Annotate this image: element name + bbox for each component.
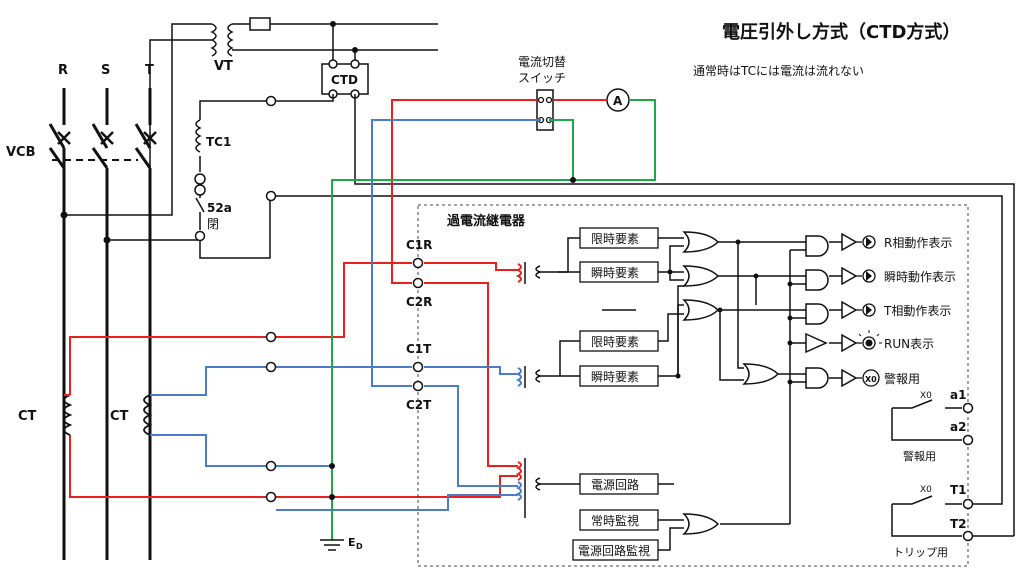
aux-terminal (265, 190, 277, 202)
ground-label: E (348, 536, 356, 549)
terminal-t1: T1 (950, 483, 967, 497)
run-lamp-rays (856, 330, 882, 344)
aux-contact-name: 52a (207, 201, 232, 215)
ct-right-coil (143, 394, 153, 436)
aux-contact-terminal (194, 230, 206, 242)
green-wiring (331, 99, 656, 540)
logic-dots (667, 239, 793, 385)
junction-dots-mid (329, 177, 576, 500)
relay-name: 過電流継電器 (446, 213, 526, 229)
t-display-label: T相動作表示 (883, 304, 951, 318)
ct-left-coil (63, 394, 73, 436)
power-monitor-label: 電源回路監視 (578, 543, 650, 558)
inst-element-t-label: 瞬時要素 (591, 370, 639, 384)
aux-contact-state: 閉 (207, 217, 219, 231)
or-gate-t (682, 299, 720, 321)
terminal-c2t: C2T (406, 398, 432, 412)
time-element-r-label: 限時要素 (591, 232, 639, 246)
internal-transformers (515, 237, 580, 518)
phase-r-label: R (58, 63, 68, 78)
or-gate-monitor (682, 513, 720, 535)
vt-secondary-coil (227, 23, 234, 57)
time-element-t-label: 限時要素 (591, 335, 639, 349)
alarm-output-label: 警報用 (884, 371, 920, 386)
or-gates (682, 231, 780, 535)
phase-s-label: S (101, 63, 110, 78)
tc1-wiring (199, 94, 1015, 536)
field-terminals (265, 331, 277, 503)
t1-return-wire (972, 396, 1003, 505)
r-display-label: R相動作表示 (884, 236, 952, 250)
element-blocks: 限時要素 瞬時要素 限時要素 瞬時要素 電源回路 常時監視 電源回路監視 (572, 227, 659, 561)
output-contacts (891, 399, 962, 537)
lamp-fills (865, 237, 873, 347)
current-switch (536, 89, 554, 131)
main-phase-lines (48, 88, 152, 560)
ctd-box (321, 63, 369, 95)
terminal-a1: a1 (950, 388, 966, 402)
blue-wiring (150, 119, 541, 511)
x0-alarm-label: X0 (920, 391, 932, 401)
ground-icon (320, 539, 344, 551)
terminal-c1r: C1R (406, 238, 432, 252)
inst-display-label: 瞬時動作表示 (884, 270, 956, 284)
terminal-t2: T2 (950, 517, 967, 531)
aux-contact-52a (195, 197, 205, 213)
fuse-icon (249, 17, 271, 31)
ctd-label: CTD (331, 73, 358, 87)
relay-input-terminals (412, 257, 424, 392)
current-switch-line1: 電流切替 (518, 55, 566, 69)
ammeter-label: A (613, 94, 623, 108)
vt-wiring (64, 23, 438, 240)
x0-trip-label: X0 (920, 485, 932, 495)
output-terminals (962, 402, 974, 542)
ct-right-label: CT (110, 409, 129, 424)
alarm-contact-label: 警報用 (903, 449, 936, 463)
tc1-terminal (265, 95, 277, 107)
terminal-a2: a2 (950, 420, 966, 434)
alarm-lamp-x0: X0 (865, 375, 877, 384)
power-circuit-label: 電源回路 (591, 477, 639, 492)
vt-primary-coil (210, 23, 217, 57)
tc1-lamp-b (194, 184, 206, 196)
terminal-c1t: C1T (406, 342, 432, 356)
vcb-label: VCB (6, 145, 36, 160)
ground-sub-label: D (356, 542, 363, 551)
or-gate-r (682, 231, 720, 253)
diagram-title: 電圧引外し方式（CTD方式） (722, 21, 960, 43)
terminal-c2r: C2R (406, 295, 432, 309)
current-switch-line2: スイッチ (518, 71, 566, 85)
and-gates (805, 235, 829, 389)
ct-left-label: CT (18, 409, 37, 424)
or-gate-inst (682, 265, 720, 287)
tc1-label: TC1 (206, 135, 231, 149)
buffer-gates (805, 232, 858, 388)
trip-contact-label: トリップ用 (893, 546, 948, 559)
logic-wiring (658, 237, 842, 551)
run-display-label: RUN表示 (884, 337, 934, 351)
vcb-contact-marks (57, 131, 157, 145)
or-gate-alarm (742, 363, 780, 385)
tc1-coil (195, 119, 202, 153)
vt-label: VT (214, 59, 233, 74)
tc1-lamp-a (194, 173, 206, 185)
inst-element-r-label: 瞬時要素 (591, 266, 639, 280)
constant-monitor-label: 常時監視 (591, 513, 639, 528)
output-labels: R相動作表示 瞬時動作表示 T相動作表示 RUN表示 警報用 (883, 236, 956, 386)
diagram-note: 通常時はTCには電流は流れない (693, 64, 864, 78)
